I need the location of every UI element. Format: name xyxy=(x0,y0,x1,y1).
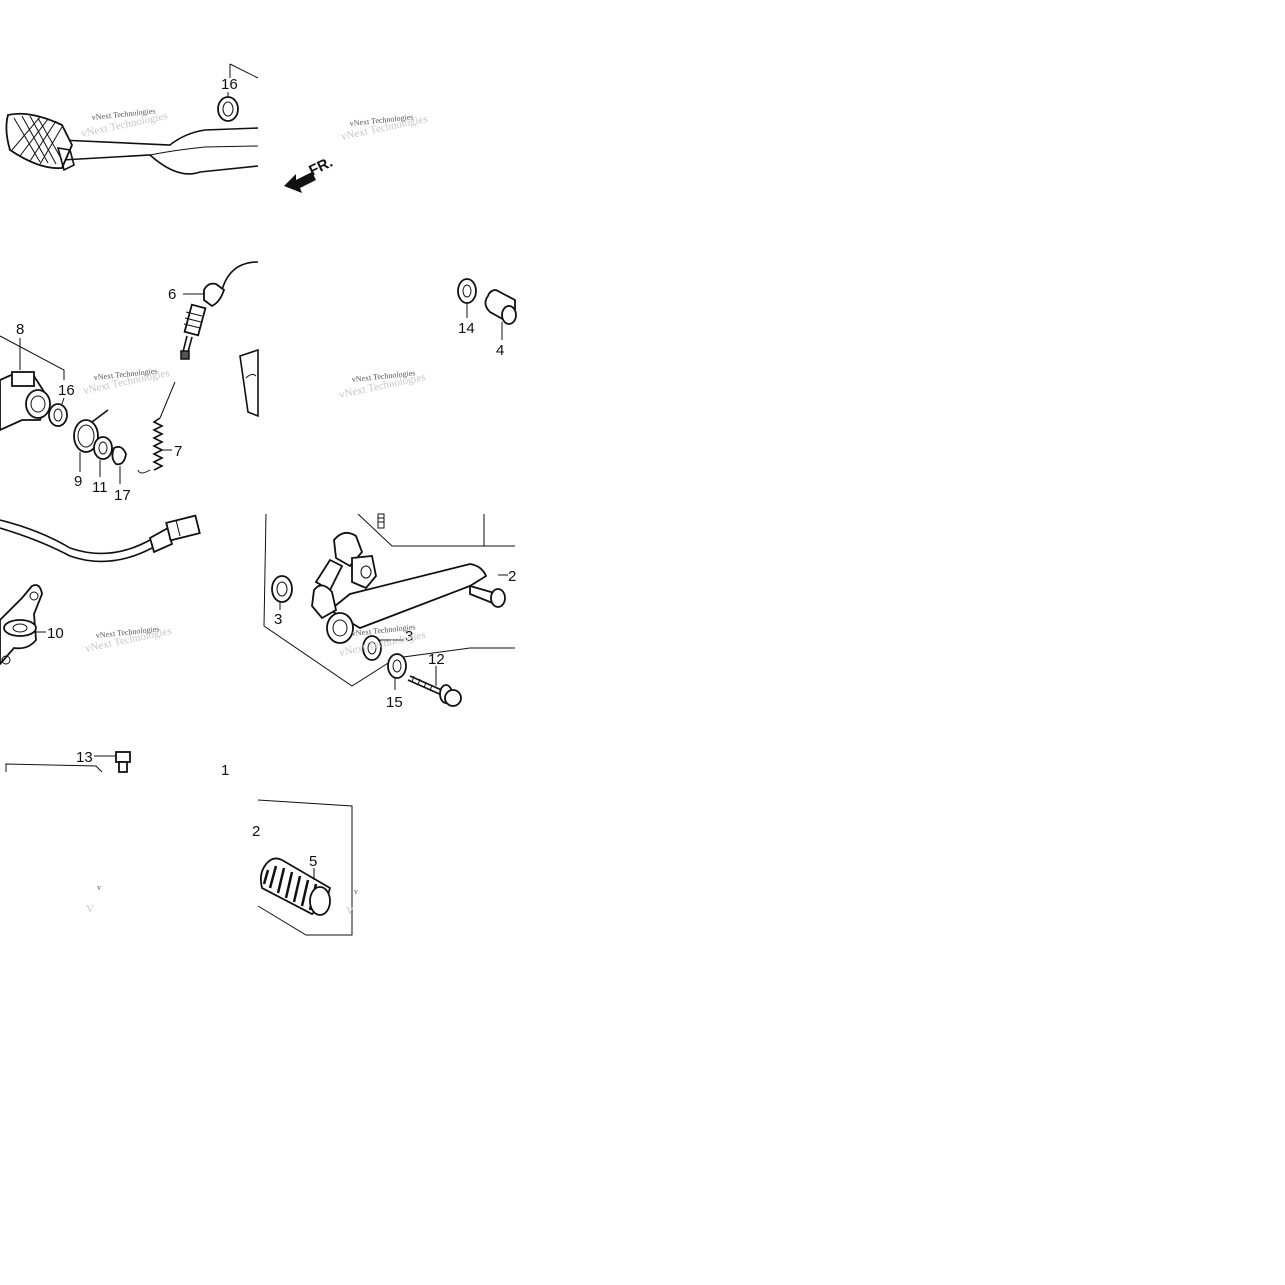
watermark-fragment: V xyxy=(86,903,94,915)
tile-bottom-left: 13 1 v V xyxy=(5,749,229,915)
pedal-rubber xyxy=(259,857,332,916)
callout-7: 7 xyxy=(174,443,182,460)
watermark-fragment: V xyxy=(346,905,354,917)
callout-16-top: 16 xyxy=(221,76,238,93)
front-direction-arrow-icon xyxy=(284,172,316,193)
callout-2: 2 xyxy=(508,568,516,585)
callout-11: 11 xyxy=(92,479,108,496)
callout-3-right: 3 xyxy=(405,628,413,645)
return-spring xyxy=(137,381,176,474)
flange-bolt xyxy=(407,675,462,707)
watermark-fragment: v xyxy=(97,883,101,892)
watermark-fragment: v xyxy=(354,887,358,896)
callout-4: 4 xyxy=(496,342,504,359)
bolt-13 xyxy=(115,751,131,773)
pedal-plate xyxy=(0,584,43,666)
tile-lower-center: 2 3 3 15 12 vNext Te xyxy=(263,513,516,711)
pivot-bracket xyxy=(0,371,51,431)
pedal-rubber-knurled xyxy=(5,112,75,172)
callout-15: 15 xyxy=(386,694,403,711)
tile-top-left: 16 vNext Technologies vNext Technologies xyxy=(5,63,259,175)
callout-9: 9 xyxy=(74,473,82,490)
callout-3-left: 3 xyxy=(274,611,282,628)
callout-5: 5 xyxy=(309,853,317,870)
callout-12: 12 xyxy=(428,651,445,668)
callout-17: 17 xyxy=(114,487,131,504)
callout-1: 1 xyxy=(221,762,229,779)
callout-16-middle: 16 xyxy=(58,382,75,399)
callout-13: 13 xyxy=(76,749,93,766)
stop-switch xyxy=(180,282,226,360)
collar xyxy=(484,289,517,325)
callout-6: 6 xyxy=(168,286,176,303)
callout-8: 8 xyxy=(16,321,24,338)
callout-2-fragment: 2 xyxy=(252,823,260,840)
callout-14: 14 xyxy=(458,320,475,337)
wire-connector xyxy=(148,514,201,554)
tile-bottom-middle: 2 5 v V xyxy=(252,799,358,936)
callout-10: 10 xyxy=(47,625,64,642)
